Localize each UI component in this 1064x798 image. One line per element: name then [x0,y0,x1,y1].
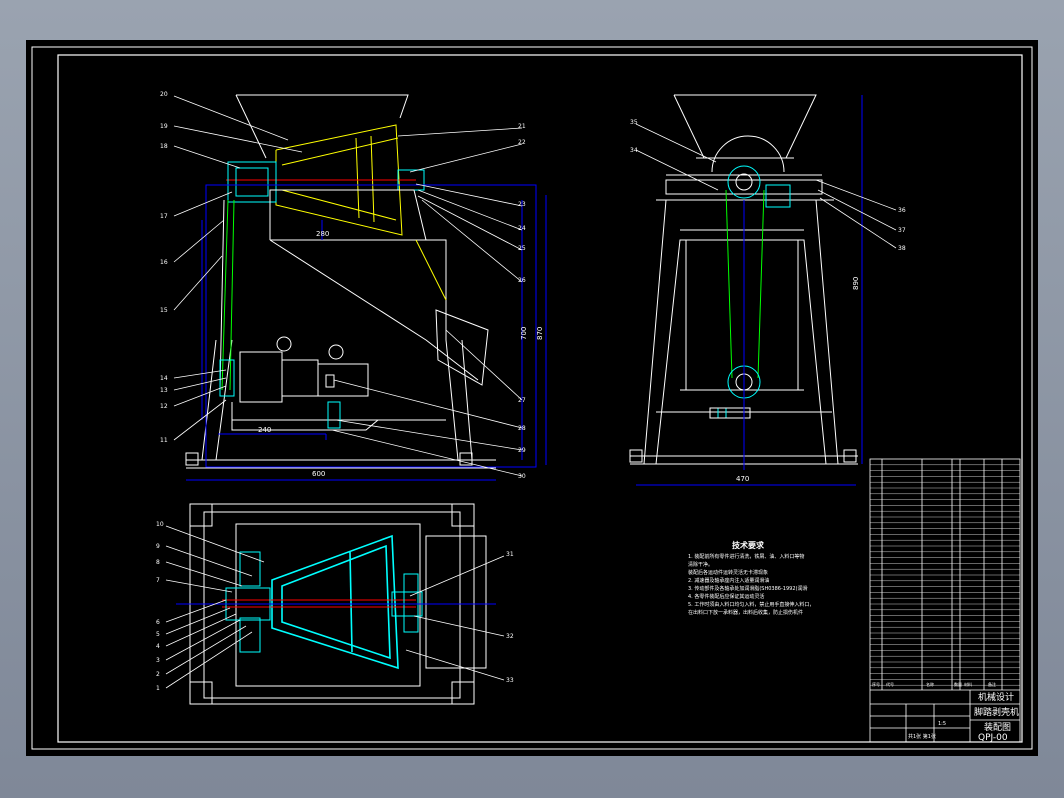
callout-23: 23 [518,201,526,208]
tech-req-line-6: 4. 各零件装配后应保证其运动灵活 [688,593,764,600]
callout-34: 34 [630,147,638,154]
tech-req-line-8: 在出料口下放一承料器，出料后收集，防止损伤机件 [688,609,803,616]
callout-20: 20 [160,91,168,98]
bom-header-cell: 代号 [886,681,894,687]
tech-requirements: 技术要求 1. 装配前所有零件进行清洗，铁屑、油、入料口等物 清除干净。 装配后… [688,540,814,616]
outer-frame [31,46,1033,750]
bom-header-cell: 序号 [872,681,880,687]
assembly-drawing: 20 19 18 17 16 15 14 13 12 11 21 22 23 2… [31,46,1033,750]
tech-req-line-2: 清除干净。 [688,561,713,568]
dim-upper: 280 [316,230,329,238]
tech-req-line-3: 装配后各运动件运转灵活无卡滞现象 [688,569,768,576]
callout-30: 30 [518,473,526,480]
callout-5: 5 [156,631,160,638]
tech-req-line-4: 2. 减速器及轴承座内注入适量润滑油 [688,577,769,584]
bom-header-cell: 备注 [988,681,996,687]
dim-front-height2: 700 [520,327,528,340]
bom-header-cell: 材料 [964,681,972,687]
callout-6: 6 [156,619,160,626]
bom-rows: 序号代号 名称 数量材料 备注 [870,464,1020,687]
bom-table [869,458,1021,743]
callout-1: 1 [156,685,160,692]
callout-18: 18 [160,143,168,150]
callout-2: 2 [156,671,160,678]
callout-16: 16 [160,259,168,266]
callout-3: 3 [156,657,160,664]
callout-27: 27 [518,397,526,404]
callout-12: 12 [160,403,168,410]
front-view [185,94,547,481]
drawing-sheet: 20 19 18 17 16 15 14 13 12 11 21 22 23 2… [26,40,1038,756]
callout-28: 28 [518,425,526,432]
callout-10: 10 [156,521,164,528]
title-company: 机械设计 [978,691,1014,703]
callout-31: 31 [506,551,514,558]
title-scale: 1:5 [938,721,946,727]
tech-req-line-5: 3. 传动部件及各轴承处加润滑脂(SH0386-1992)润滑 [688,585,807,592]
dim-side-height: 890 [852,277,860,290]
title-drawing-no: QPJ-00 [978,733,1008,743]
tech-req-line-7: 5. 工作时须由入料口均匀入料，禁止用手直接伸入料口， [688,601,814,608]
callout-15: 15 [160,307,168,314]
title-block-text: 机械设计 脚踏剥壳机 装配图 QPJ-00 1:5 共1张 第1张 [908,691,1019,743]
dimension-labels: 600 240 280 870 700 470 890 [258,230,860,483]
callout-38: 38 [898,245,906,252]
callout-26: 26 [518,277,526,284]
callout-35: 35 [630,119,638,126]
callout-24: 24 [518,225,526,232]
callout-11: 11 [160,437,168,444]
callout-13: 13 [160,387,168,394]
dim-side-width: 470 [736,475,749,483]
tech-req-title: 技术要求 [732,540,765,550]
side-view [629,94,863,486]
bom-header-cell: 名称 [926,681,934,687]
callout-8: 8 [156,559,160,566]
title-subtitle: 装配图 [984,721,1011,733]
callout-14: 14 [160,375,168,382]
callout-9: 9 [156,543,160,550]
callout-25: 25 [518,245,526,252]
title-drawing-name: 脚踏剥壳机 [974,706,1019,718]
title-sheet-info: 共1张 第1张 [908,733,936,740]
callout-33: 33 [506,677,514,684]
bom-header-cell: 数量 [954,681,962,687]
plan-view [176,503,496,705]
callout-leaders [165,95,897,689]
callout-37: 37 [898,227,906,234]
callout-19: 19 [160,123,168,130]
callout-29: 29 [518,447,526,454]
callout-32: 32 [506,633,514,640]
dim-motor-width: 240 [258,426,271,434]
callout-17: 17 [160,213,168,220]
tech-req-line-1: 1. 装配前所有零件进行清洗，铁屑、油、入料口等物 [688,553,804,560]
title-block [870,689,1020,742]
callout-7: 7 [156,577,160,584]
inner-frame [57,54,1023,743]
callout-labels: 20 19 18 17 16 15 14 13 12 11 21 22 23 2… [156,91,906,692]
callout-4: 4 [156,643,160,650]
dim-front-width: 600 [312,470,325,478]
callout-36: 36 [898,207,906,214]
callout-21: 21 [518,123,526,130]
callout-22: 22 [518,139,526,146]
dim-front-height: 870 [536,327,544,340]
